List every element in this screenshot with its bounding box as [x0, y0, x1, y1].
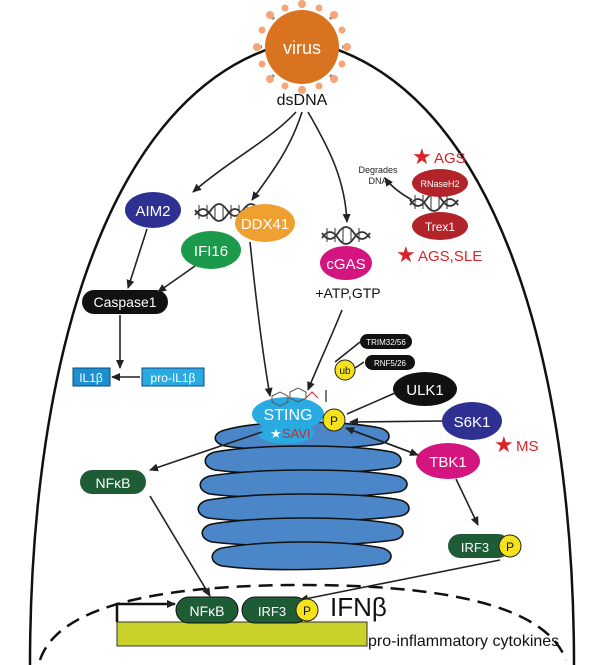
nfkb-nuclear-node [175, 596, 239, 624]
degrades-label: Degrades [358, 165, 398, 175]
il1b-label: IL1β [79, 371, 103, 385]
ub-icon [334, 359, 356, 381]
star-icon: ★ [270, 426, 282, 441]
ub-label: ub [339, 366, 351, 377]
ifi16-label: IFI16 [194, 243, 228, 260]
dna-helix-icon [321, 226, 371, 245]
ms-label: MS [516, 438, 539, 455]
phospho-label: P [506, 540, 514, 554]
star-icon: ★ [494, 432, 514, 457]
ulk1-node [393, 372, 457, 406]
cgas-node [320, 246, 372, 280]
star-icon: ★ [396, 242, 416, 267]
dna-promoter-box [116, 621, 368, 647]
ddx41-label: DDX41 [241, 216, 289, 233]
pro-il1b-box [141, 367, 205, 387]
virus-particle: virus [253, 0, 351, 94]
pro-il1b-label: pro-IL1β [151, 371, 196, 385]
phospho-icon [498, 534, 522, 558]
caspase1-node [82, 290, 168, 314]
trim-label: TRIM32/56 [366, 338, 406, 347]
nfkb-label: NFκB [96, 475, 131, 491]
ifi16-node [181, 231, 241, 269]
trex1-label: Trex1 [425, 220, 456, 234]
caspase1-label: Caspase1 [93, 294, 156, 310]
tbk1-label: TBK1 [429, 454, 467, 471]
aim2-node [125, 192, 181, 228]
aim2-label: AIM2 [135, 203, 170, 220]
s6k1-node [442, 402, 502, 440]
cgamp-molecule-icon [271, 387, 319, 407]
rnf-node [365, 355, 415, 370]
atp-gtp-label: +ATP,GTP [315, 285, 380, 301]
sting-node [252, 397, 324, 431]
sting-node [258, 422, 314, 444]
nfkb-nuclear-label: NFκB [190, 603, 225, 619]
nfkb-node [80, 470, 146, 494]
trim-node [360, 334, 412, 349]
irf3-node [448, 534, 510, 558]
cytokines-label: pro-inflammatory cytokines [368, 633, 559, 650]
savi-label: SAVI [282, 426, 311, 441]
rnf-label: RNF5/26 [374, 359, 407, 368]
irf3-label: IRF3 [461, 540, 489, 555]
ags-label: AGS [434, 150, 466, 167]
ulk1-label: ULK1 [406, 382, 444, 399]
rnaseh2-node [412, 169, 468, 197]
s6k1-label: S6K1 [454, 414, 491, 431]
phospho-label: P [303, 604, 311, 618]
dsdna-label: dsDNA [277, 92, 328, 109]
dna-label: DNA [368, 176, 387, 186]
il1b-box [72, 367, 111, 387]
tbk1-node [416, 443, 480, 479]
transcription-start-arrow [115, 600, 176, 622]
phospho-label: P [330, 414, 338, 428]
cell-membrane [28, 38, 576, 665]
trex1-node [412, 212, 468, 240]
irf3-nuclear-label: IRF3 [258, 604, 286, 619]
virus-label: virus [283, 38, 321, 58]
sting-label: STING [264, 407, 313, 424]
cgas-label: cGAS [326, 256, 365, 273]
ddx41-node [235, 204, 295, 242]
star-icon: ★ [412, 144, 432, 169]
phospho-icon [295, 598, 319, 622]
rnaseh2-label: RNaseH2 [420, 179, 459, 189]
phospho-icon [322, 408, 346, 432]
ags-sle-label: AGS,SLE [418, 248, 482, 265]
golgi-stack [197, 421, 410, 571]
ifnb-label: IFNβ [330, 592, 387, 622]
